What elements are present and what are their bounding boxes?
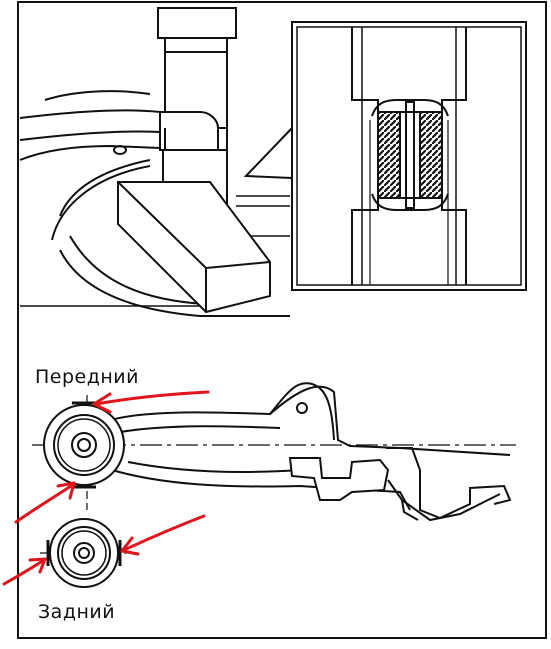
arrow-rear-left	[2, 557, 47, 586]
arrow-rear-right	[120, 514, 206, 556]
arrow-front-top	[92, 390, 210, 414]
bushing-detail-inset	[291, 21, 527, 291]
figure-frame	[17, 1, 547, 639]
lower-control-arm	[32, 382, 516, 588]
front-bushing-label: Передний	[35, 366, 139, 388]
press-illustration	[19, 7, 293, 317]
rear-bushing-label: Задний	[38, 601, 116, 623]
annotation-arrows	[2, 390, 210, 586]
arrow-front-bottom	[14, 481, 76, 524]
